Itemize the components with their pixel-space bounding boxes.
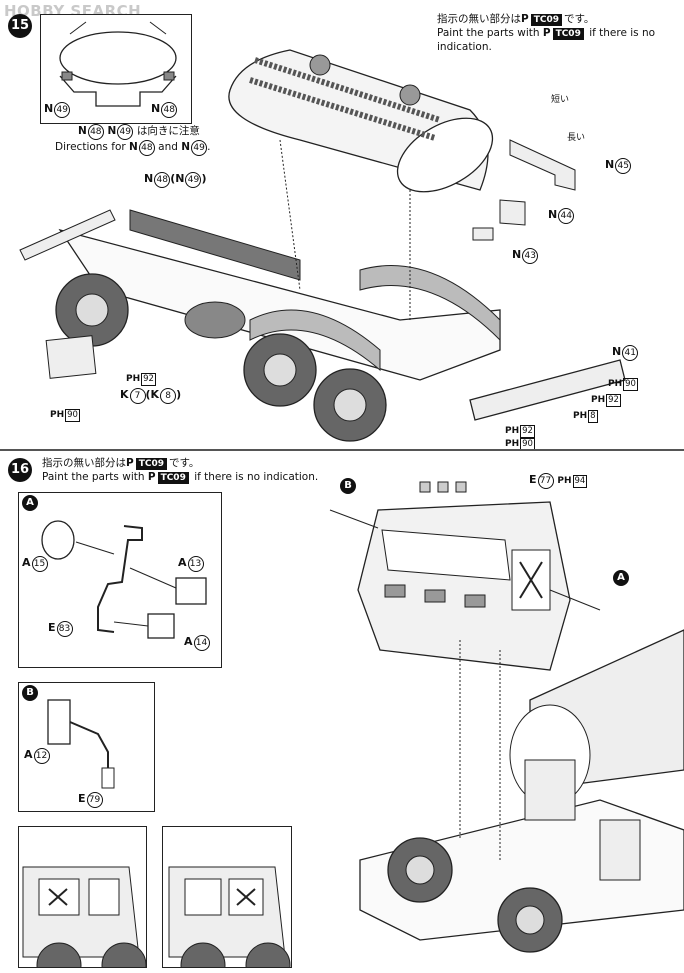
inset-a-letter: A <box>22 495 38 511</box>
step-16-cab-drawing <box>329 481 684 953</box>
note-en-post: if there is no indication. <box>194 471 319 483</box>
step-15-badge: 15 <box>8 14 32 38</box>
note-en-post: if there is no indication. <box>437 27 656 53</box>
label-long: 長い <box>567 133 586 143</box>
cab-callout-b: B <box>340 478 356 494</box>
paint-code: TC09 <box>530 14 562 26</box>
note-jp-pre: 指示の無い部分は <box>42 457 126 469</box>
cab-callout-a: A <box>613 570 629 586</box>
inset-a-mirror-drawing <box>41 520 207 639</box>
note-en-pre: Paint the parts with <box>437 27 540 39</box>
paint-p: P <box>542 27 551 39</box>
step-divider <box>0 449 684 451</box>
label-short: 短い <box>551 95 570 105</box>
reference-view-left <box>18 826 147 968</box>
paint-code: TC09 <box>552 28 584 40</box>
note-jp-pre: 指示の無い部分は <box>437 13 521 25</box>
paint-code: TC09 <box>157 472 189 484</box>
step-15-truck-drawing <box>19 49 626 442</box>
paint-code: TC09 <box>135 458 167 470</box>
paint-p: P <box>521 13 529 25</box>
inset-b <box>18 682 155 812</box>
paint-p: P <box>126 457 134 469</box>
note-jp-post: です。 <box>168 457 200 469</box>
paint-p: P <box>147 471 156 483</box>
inset-tank-drawing <box>59 21 177 107</box>
note-jp-post: です。 <box>563 13 595 25</box>
inset-b-mirror-drawing <box>47 699 115 789</box>
step-16-badge: 16 <box>8 458 32 482</box>
note-en-pre: Paint the parts with <box>42 471 145 483</box>
reference-view-right <box>162 826 292 968</box>
inset-b-letter: B <box>22 685 38 701</box>
